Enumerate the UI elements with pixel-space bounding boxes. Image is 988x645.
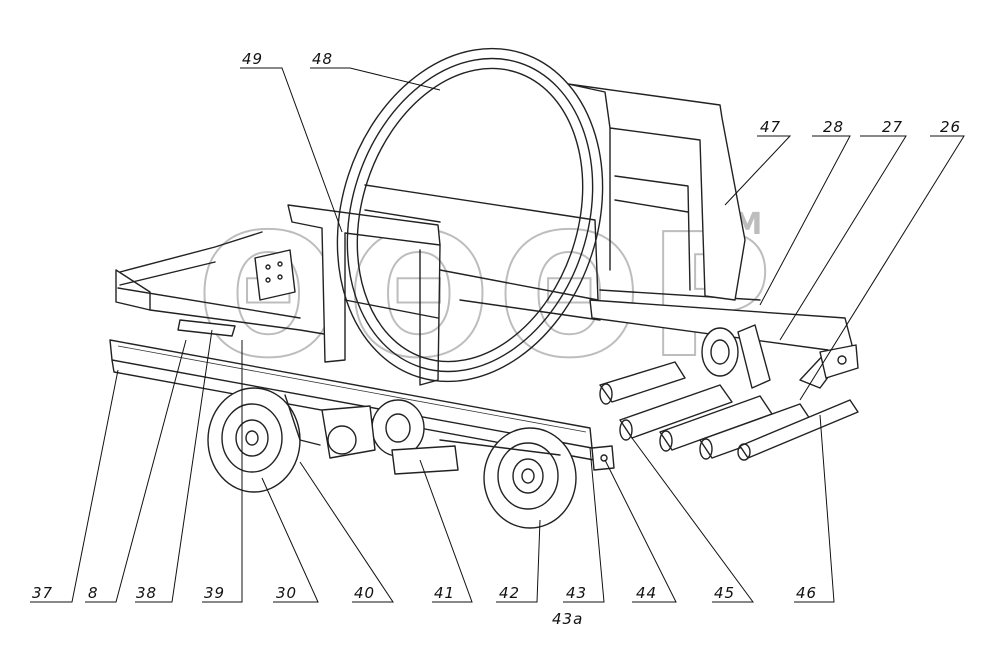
callout-labels: 37 8 38 39 30 40 41 42 43 44 45 46 43а 4… [32, 50, 961, 628]
watermark-text: ΘΘΘΡ [196, 198, 778, 396]
callout-48: 48 [312, 50, 333, 68]
callout-28: 28 [823, 118, 844, 136]
callout-37: 37 [32, 584, 53, 602]
callout-43a: 43а [552, 610, 583, 628]
support-wheel [371, 399, 425, 457]
callout-39: 39 [204, 584, 225, 602]
roller-table [599, 361, 859, 461]
watermark: ΘΘΘΡ TM [195, 197, 778, 397]
callout-49: 49 [242, 50, 263, 68]
machine-drawing [109, 47, 859, 529]
leader-lines [30, 67, 965, 603]
callout-45: 45 [714, 584, 735, 602]
wrap-ring [336, 47, 604, 383]
rear-frame-rail [119, 231, 263, 273]
front-upright-frame [287, 204, 441, 363]
callout-46: 46 [796, 584, 817, 602]
right-wheel [483, 427, 577, 529]
callout-30: 30 [276, 584, 297, 602]
callout-41: 41 [434, 584, 455, 602]
guide-wheels [701, 324, 771, 389]
callout-40: 40 [354, 584, 375, 602]
callout-26: 26 [940, 118, 961, 136]
control-box [254, 249, 296, 301]
callout-44: 44 [636, 584, 657, 602]
drive-unit [321, 405, 376, 459]
callout-8: 8 [88, 584, 99, 602]
rear-upright-frame [567, 83, 746, 301]
left-wheel [207, 387, 301, 493]
callout-43: 43 [566, 584, 587, 602]
callout-47: 47 [760, 118, 781, 136]
callout-38: 38 [136, 584, 157, 602]
callout-42: 42 [499, 584, 520, 602]
callout-27: 27 [882, 118, 903, 136]
